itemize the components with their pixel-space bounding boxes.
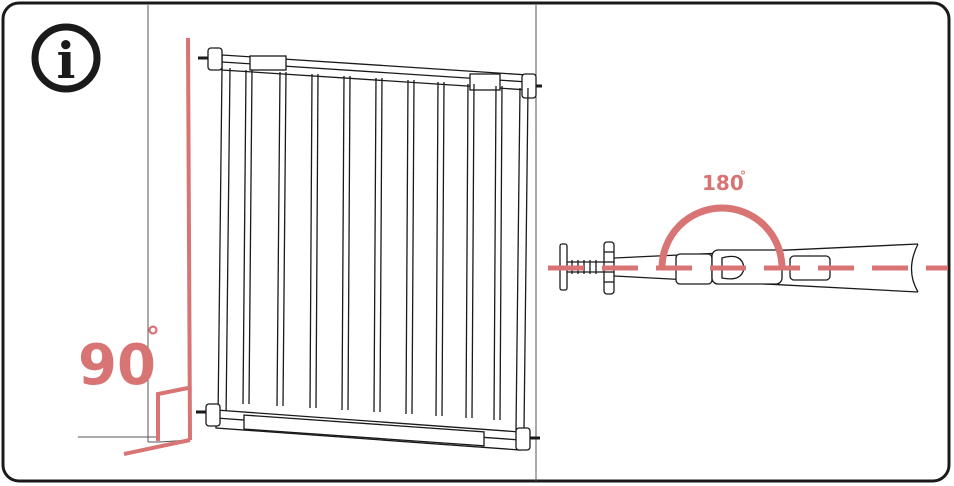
angle-90-value: 90 (78, 333, 156, 398)
info-circle-icon: i (31, 23, 101, 93)
angle-180-value: 180 (702, 171, 744, 195)
angle-180-degree-mark: ° (740, 169, 746, 183)
straight-angle-marker (548, 204, 948, 271)
angle-90-degree-mark: ° (146, 320, 160, 353)
info-icon-glyph: i (57, 31, 76, 90)
pressure-fitting-detail (559, 241, 919, 295)
safety-gate (196, 47, 542, 451)
right-angle-marker (123, 37, 192, 456)
